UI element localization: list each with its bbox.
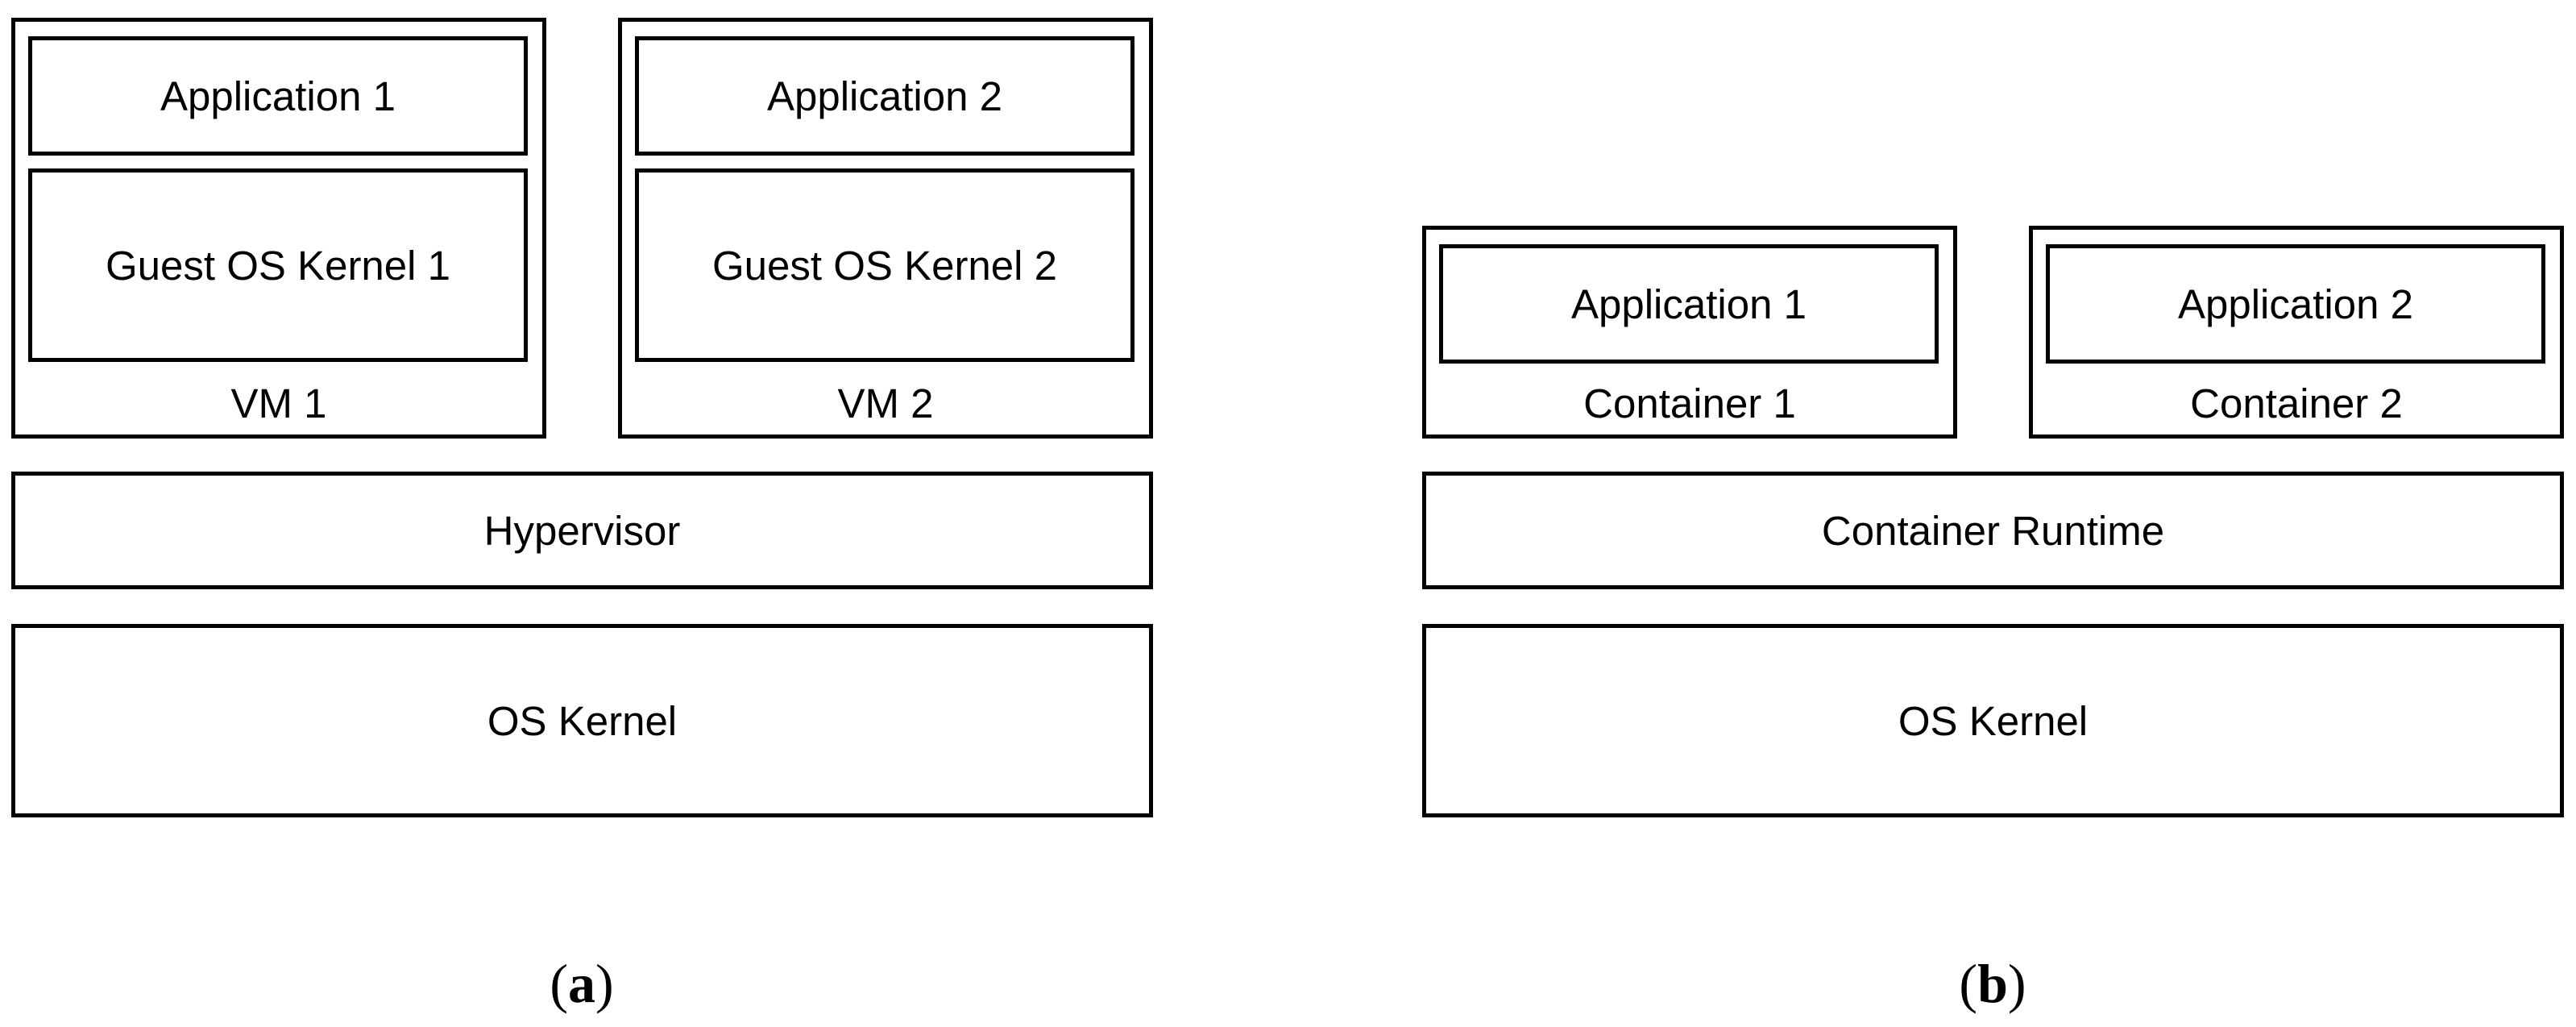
panel-a-caption: (a) xyxy=(550,953,614,1014)
vm2-label: VM 2 xyxy=(837,380,934,426)
panel-a-os-kernel-box: OS Kernel xyxy=(11,624,1153,817)
panel-b-caption: (b) xyxy=(1959,953,2026,1014)
container1-label: Container 1 xyxy=(1583,380,1796,426)
vm1-application-box: Application 1 xyxy=(28,36,528,156)
vm1-application-label: Application 1 xyxy=(160,73,396,119)
vm2-application-label: Application 2 xyxy=(766,73,1003,119)
container2-label: Container 2 xyxy=(2190,380,2403,426)
vm2-guest-kernel-label: Guest OS Kernel 2 xyxy=(711,242,1058,289)
container2-application-label: Application 2 xyxy=(2177,281,2414,327)
container1-application-box: Application 1 xyxy=(1439,244,1939,364)
vm2-application-box: Application 2 xyxy=(635,36,1135,156)
container1-box: Application 1 Container 1 xyxy=(1422,226,1957,439)
vm2-guest-kernel-box: Guest OS Kernel 2 xyxy=(635,168,1135,362)
vm2-box: Application 2 Guest OS Kernel 2 VM 2 xyxy=(618,18,1153,439)
panel-a-os-kernel-label: OS Kernel xyxy=(487,697,678,744)
container-runtime-box: Container Runtime xyxy=(1422,472,2564,589)
container1-application-label: Application 1 xyxy=(1570,281,1807,327)
vm1-box: Application 1 Guest OS Kernel 1 VM 1 xyxy=(11,18,546,439)
container2-box: Application 2 Container 2 xyxy=(2029,226,2564,439)
hypervisor-box: Hypervisor xyxy=(11,472,1153,589)
container-runtime-label: Container Runtime xyxy=(1821,507,2165,554)
vm1-guest-kernel-label: Guest OS Kernel 1 xyxy=(105,242,451,289)
panel-b-os-kernel-box: OS Kernel xyxy=(1422,624,2564,817)
panel-b-os-kernel-label: OS Kernel xyxy=(1898,697,2089,744)
vm1-guest-kernel-box: Guest OS Kernel 1 xyxy=(28,168,528,362)
container2-application-box: Application 2 xyxy=(2046,244,2545,364)
vm1-label: VM 1 xyxy=(230,380,327,426)
hypervisor-label: Hypervisor xyxy=(483,507,681,554)
